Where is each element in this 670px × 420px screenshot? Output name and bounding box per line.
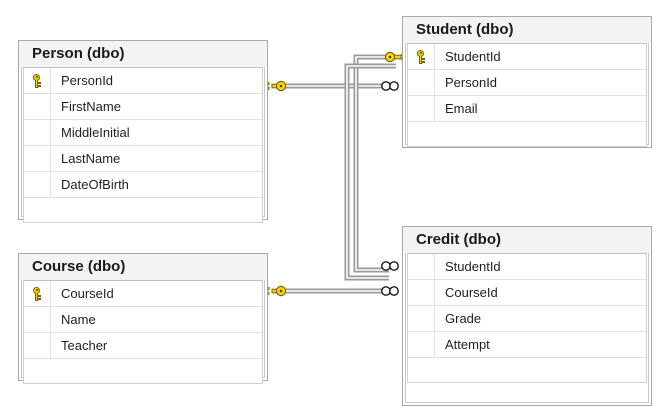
field-key-cell	[24, 359, 51, 383]
infinity-endpoint-icon-credit-courseid	[381, 286, 399, 296]
field-key-cell	[24, 120, 51, 145]
field-row[interactable]: Name	[24, 307, 262, 333]
field-name: FirstName	[61, 99, 121, 114]
field-name: Name	[61, 312, 96, 327]
field-row[interactable]: StudentId	[408, 44, 646, 70]
key-icon	[31, 73, 43, 88]
field-row-empty[interactable]	[24, 359, 262, 383]
field-row-empty[interactable]	[408, 122, 646, 146]
field-row[interactable]: StudentId	[408, 254, 646, 280]
field-row[interactable]: Attempt	[408, 332, 646, 358]
field-row[interactable]: CourseId	[24, 281, 262, 307]
key-icon	[31, 286, 43, 301]
field-name: StudentId	[445, 259, 501, 274]
field-name: PersonId	[61, 73, 114, 88]
field-name: Attempt	[445, 337, 490, 352]
field-key-cell	[24, 198, 51, 222]
field-key-cell	[24, 281, 51, 306]
field-row-empty[interactable]	[24, 198, 262, 222]
field-row[interactable]: CourseId	[408, 280, 646, 306]
key-endpoint-icon-person-personid	[265, 80, 287, 92]
field-row[interactable]: Grade	[408, 306, 646, 332]
field-key-cell	[408, 358, 435, 382]
relationship-line-student-credit-inner	[344, 63, 396, 281]
field-key-cell	[408, 254, 435, 279]
field-name: CourseId	[445, 285, 498, 300]
field-name: StudentId	[445, 49, 501, 64]
field-name: PersonId	[445, 75, 498, 90]
field-row[interactable]: MiddleInitial	[24, 120, 262, 146]
field-name: Grade	[445, 311, 482, 326]
field-key-cell	[408, 332, 435, 357]
table-title-student[interactable]: Student (dbo)	[403, 17, 651, 43]
table-title-course[interactable]: Course (dbo)	[19, 254, 267, 280]
field-key-cell	[24, 333, 51, 358]
field-row[interactable]: Email	[408, 96, 646, 122]
field-key-cell	[24, 172, 51, 197]
field-name: MiddleInitial	[61, 125, 130, 140]
field-row[interactable]: PersonId	[24, 68, 262, 94]
field-row-empty[interactable]	[408, 358, 646, 382]
field-row[interactable]: PersonId	[408, 70, 646, 96]
key-icon	[415, 49, 427, 64]
field-key-cell	[408, 280, 435, 305]
field-row[interactable]: FirstName	[24, 94, 262, 120]
infinity-endpoint-icon-credit-studentid	[381, 261, 399, 271]
field-name: Teacher	[61, 338, 108, 353]
table-title-person[interactable]: Person (dbo)	[19, 41, 267, 67]
relationship-line-student-credit[interactable]	[353, 54, 396, 273]
field-row[interactable]: DateOfBirth	[24, 172, 262, 198]
field-key-cell	[408, 44, 435, 69]
key-endpoint-icon-student-studentid	[384, 51, 406, 63]
table-title-credit[interactable]: Credit (dbo)	[403, 227, 651, 253]
field-name: Email	[445, 101, 478, 116]
field-key-cell	[408, 122, 435, 146]
field-row[interactable]: Teacher	[24, 333, 262, 359]
field-name: LastName	[61, 151, 121, 166]
key-endpoint-icon-course-courseid	[265, 285, 287, 297]
field-key-cell	[408, 70, 435, 95]
infinity-endpoint-icon-student-personid	[381, 81, 399, 91]
field-name: DateOfBirth	[61, 177, 129, 192]
field-key-cell	[24, 68, 51, 93]
field-key-cell	[24, 146, 51, 171]
field-key-cell	[408, 96, 435, 121]
field-row[interactable]: LastName	[24, 146, 262, 172]
field-key-cell	[24, 94, 51, 119]
field-key-cell	[408, 306, 435, 331]
field-key-cell	[24, 307, 51, 332]
field-name: CourseId	[61, 286, 114, 301]
